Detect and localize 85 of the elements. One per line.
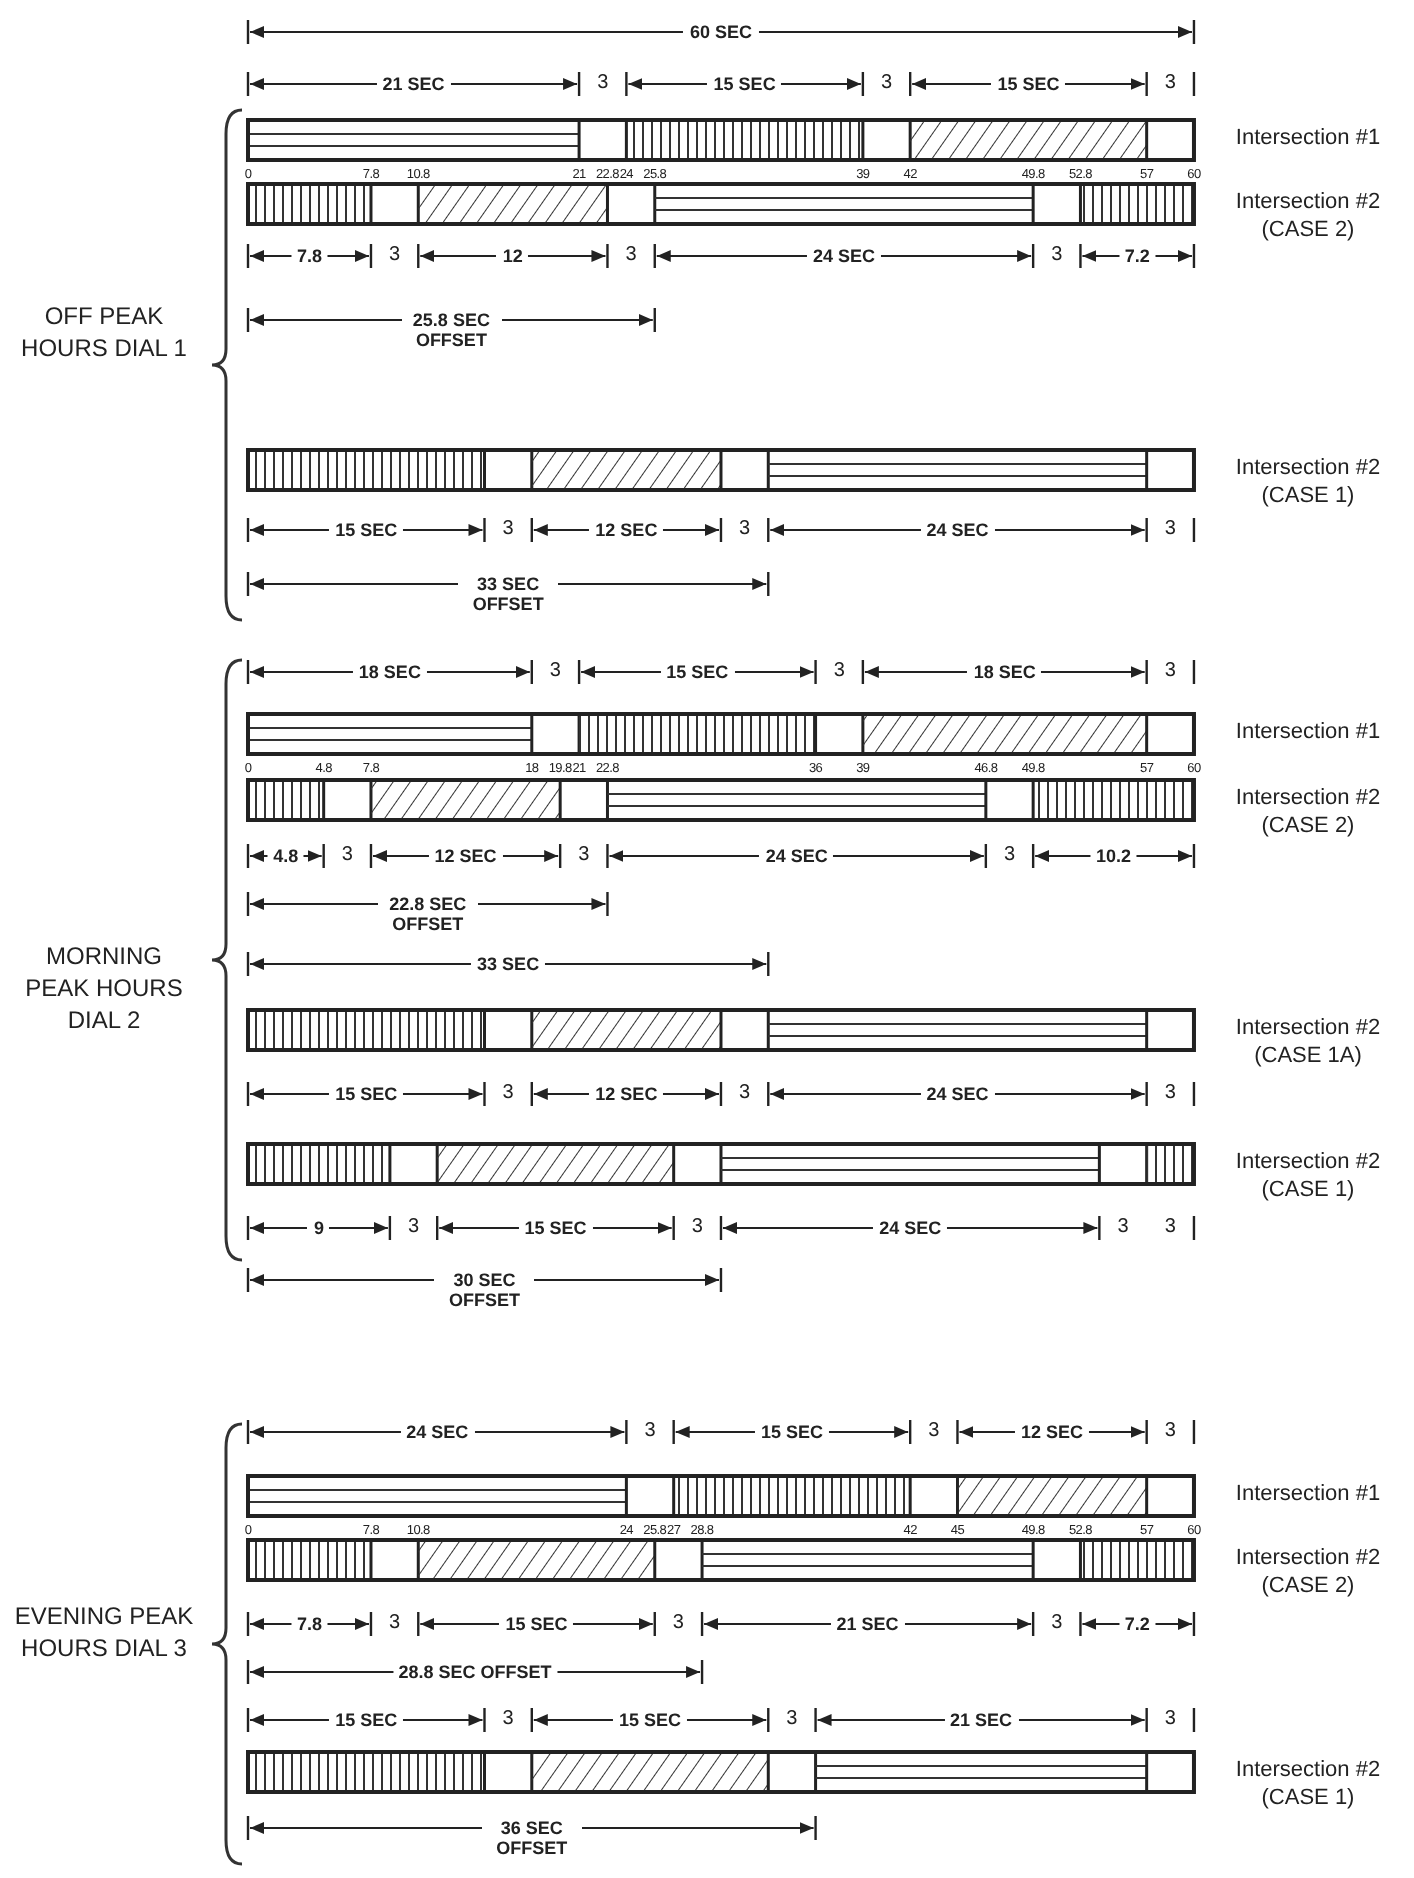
dimension-label: 7.8 [290, 1614, 328, 1634]
dimension-label: 15 SEC [613, 1710, 688, 1730]
dimension-label: 3 [739, 520, 751, 540]
intersection-label: Intersection #2 (CASE 2) [1233, 784, 1383, 840]
dimension-label: 3 [672, 1614, 684, 1634]
dimension-label: 24 SEC [920, 520, 995, 540]
dimension-label: 3 [1051, 1614, 1063, 1634]
dimension-label: 15 SEC [991, 74, 1066, 94]
dimension-label: 15 SEC [707, 74, 782, 94]
dimension-label: 24 SEC [400, 1422, 475, 1442]
intersection-label: Intersection #1 [1233, 1480, 1383, 1508]
dimension-label: 3 [549, 662, 561, 682]
dimension-label: 3 [833, 662, 845, 682]
dimension-label: 15 SEC [660, 662, 735, 682]
dimension-label: 3 [1164, 1422, 1176, 1442]
dimension-label: 3 [1164, 74, 1176, 94]
dimension-label: 3 [407, 1218, 420, 1238]
dimension-label: 12 SEC [589, 520, 664, 540]
intersection-label: Intersection #2 (CASE 2) [1233, 188, 1383, 244]
offset-label: 36 SEC OFFSET [481, 1818, 582, 1858]
dimension-label: 7.8 [290, 246, 328, 266]
intersection-label: Intersection #2 (CASE 1) [1233, 454, 1383, 510]
dimension-label: 21 SEC [376, 74, 451, 94]
dimension-label: 15 SEC [754, 1422, 829, 1442]
dimension-label: 18 SEC [352, 662, 427, 682]
dimension-label: 3 [502, 520, 514, 540]
dimension-label: 21 SEC [944, 1710, 1019, 1730]
intersection-label: Intersection #2 (CASE 1A) [1233, 1014, 1383, 1070]
dimension-label: 3 [341, 846, 353, 866]
dimension-label: 3 [691, 1218, 703, 1238]
dimension-label: 3 [1164, 1218, 1176, 1238]
dimension-label: 4.8 [267, 846, 305, 866]
dimension-label: 3 [597, 74, 609, 94]
period-label: EVENING PEAK HOURS DIAL 3 [12, 1600, 196, 1664]
dimension-label: 3 [502, 1710, 514, 1730]
dimension-label: 12 SEC [1015, 1422, 1090, 1442]
dimension-label: 3 [644, 1422, 656, 1442]
offset-label: 22.8 SEC OFFSET [377, 894, 478, 934]
dimension-label: 3 [1117, 1218, 1129, 1238]
dimension-label: 18 SEC [967, 662, 1042, 682]
intersection-label: Intersection #1 [1233, 718, 1383, 746]
dimension-label: 3 [578, 846, 590, 866]
dimension-label: 12 SEC [428, 846, 503, 866]
dimension-label: 9 [307, 1218, 330, 1238]
dimension-label: 3 [389, 246, 401, 266]
dimension-label: 3 [880, 74, 893, 94]
offset-label: 25.8 SEC OFFSET [401, 310, 502, 350]
dimension-label: 12 [496, 246, 529, 266]
offset-label: 33 SEC OFFSET [458, 574, 559, 614]
dimension-label: 3 [739, 1084, 751, 1104]
dimension-label: 3 [1164, 1710, 1176, 1730]
period-label: OFF PEAK HOURS DIAL 1 [19, 300, 189, 364]
dimension-label: 7.2 [1118, 1614, 1156, 1634]
dimension-label: 15 SEC [329, 520, 404, 540]
dimension-label: 7.2 [1118, 246, 1156, 266]
dimension-label: 21 SEC [830, 1614, 905, 1634]
dimension-label: 10.2 [1090, 846, 1138, 866]
dimension-label: 15 SEC [329, 1710, 404, 1730]
dimension-label: 3 [786, 1710, 798, 1730]
dimension-label: 15 SEC [518, 1218, 593, 1238]
offset-label: 30 SEC OFFSET [434, 1270, 535, 1310]
dimension-label: 3 [1164, 520, 1176, 540]
dimension-label: 33 SEC [471, 954, 546, 974]
dimension-label: 24 SEC [806, 246, 881, 266]
intersection-label: Intersection #2 (CASE 1) [1233, 1756, 1383, 1812]
offset-label: 28.8 SEC OFFSET [392, 1662, 558, 1682]
dimension-label: 3 [1164, 662, 1176, 682]
intersection-label: Intersection #1 [1233, 124, 1383, 152]
dimension-label: 60 SEC [683, 22, 758, 42]
dimension-label: 24 SEC [759, 846, 834, 866]
dimension-label: 3 [389, 1614, 401, 1634]
dimension-label: 24 SEC [873, 1218, 948, 1238]
dimension-label: 12 SEC [589, 1084, 664, 1104]
dimension-label: 15 SEC [329, 1084, 404, 1104]
dimension-label: 3 [625, 246, 637, 266]
intersection-label: Intersection #2 (CASE 1) [1233, 1148, 1383, 1204]
dimension-label: 3 [1051, 246, 1063, 266]
dimension-label: 15 SEC [499, 1614, 574, 1634]
dimension-label: 3 [1003, 846, 1016, 866]
dimension-label: 3 [928, 1422, 940, 1442]
dimension-label: 24 SEC [920, 1084, 995, 1104]
dimension-label: 3 [1164, 1084, 1176, 1104]
period-label: MORNING PEAK HOURS DIAL 2 [23, 940, 185, 1036]
dimension-label: 3 [502, 1084, 514, 1104]
intersection-label: Intersection #2 (CASE 2) [1233, 1544, 1383, 1600]
